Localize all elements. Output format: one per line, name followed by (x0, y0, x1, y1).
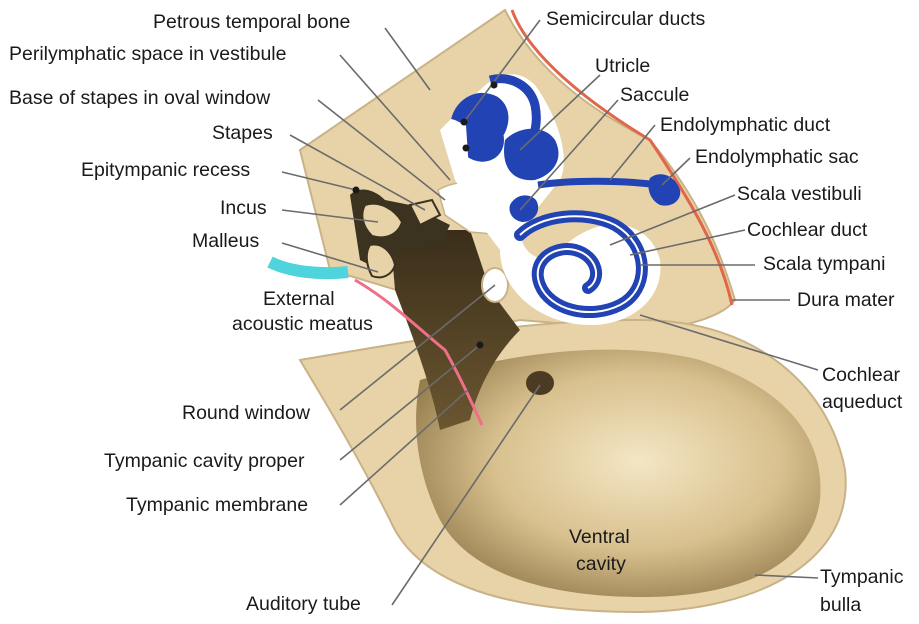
label-incus: Incus (220, 197, 267, 219)
label-cochlear-aqueduct-1: Cochlear (822, 364, 901, 386)
label-ventral-cavity-2: cavity (576, 553, 626, 575)
label-tympanic-bulla-1: Tympanic (820, 566, 904, 588)
label-perilymphatic-space: Perilymphatic space in vestibule (9, 43, 286, 65)
label-tympanic-membrane: Tympanic membrane (126, 494, 308, 516)
label-stapes: Stapes (212, 122, 273, 144)
label-auditory-tube: Auditory tube (246, 593, 361, 615)
label-round-window: Round window (182, 402, 311, 424)
label-epitympanic-recess: Epitympanic recess (81, 159, 250, 181)
label-external-acoustic-meatus-2: acoustic meatus (232, 313, 373, 335)
label-external-acoustic-meatus-1: External (263, 288, 335, 310)
label-utricle: Utricle (595, 55, 650, 77)
label-scala-vestibuli: Scala vestibuli (737, 183, 862, 205)
label-ventral-cavity-1: Ventral (569, 526, 630, 548)
label-semicircular-ducts: Semicircular ducts (546, 8, 706, 30)
label-tympanic-bulla-2: bulla (820, 594, 861, 616)
auditory-tube-opening (526, 371, 554, 395)
label-petrous-temporal-bone: Petrous temporal bone (153, 11, 350, 33)
label-endolymphatic-sac: Endolymphatic sac (695, 146, 859, 168)
label-endolymphatic-duct: Endolymphatic duct (660, 114, 831, 136)
label-saccule: Saccule (620, 84, 689, 106)
endolymphatic-duct-shape (538, 181, 660, 185)
label-base-of-stapes: Base of stapes in oval window (9, 87, 271, 109)
label-malleus: Malleus (192, 230, 259, 252)
label-cochlear-duct: Cochlear duct (747, 219, 868, 241)
label-scala-tympani: Scala tympani (763, 253, 885, 275)
label-cochlear-aqueduct-2: aqueduct (822, 391, 903, 413)
label-dura-mater: Dura mater (797, 289, 895, 311)
label-tympanic-cavity-proper: Tympanic cavity proper (104, 450, 305, 472)
